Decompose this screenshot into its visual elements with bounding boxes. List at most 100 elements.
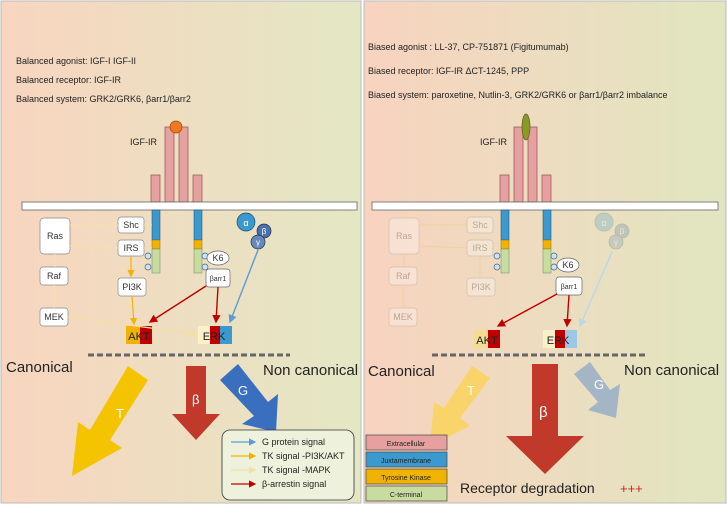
biased-ligand-icon: [521, 113, 531, 141]
legend-swatch-tyrosine-kinase: [365, 468, 448, 485]
legend-label-c-terminal: C-terminal: [390, 492, 423, 499]
g-gamma-label: γ: [256, 238, 260, 247]
akt-node-arrestin-part: [488, 330, 500, 348]
shc-label: Shc: [472, 220, 488, 230]
canonical-label-biased: Canonical: [368, 363, 435, 380]
biased-receptor-text: Biased receptor: IGF-IR ΔCT-1245, PPP: [368, 66, 529, 76]
tk-signal-arrow-faded: [430, 366, 490, 446]
gprotein-arrow-label-faded: G: [594, 377, 604, 392]
canonical-label: Canonical: [6, 359, 73, 376]
mek-label: MEK: [44, 312, 64, 322]
tk-signal-arrow: [72, 366, 148, 476]
raf-node: [388, 266, 418, 286]
biased-agonist-text: Biased agonist : LL-37, CP-751871 (Figit…: [368, 42, 569, 52]
receptor-tail-left-biased: [493, 209, 510, 274]
g-beta-label: β: [620, 227, 625, 236]
shc-label: Shc: [123, 220, 139, 230]
g-gamma-icon: [250, 234, 266, 250]
erk-node-mapk-part: [543, 330, 555, 348]
arrestin-degradation-arrow: [506, 364, 584, 474]
irs-label: IRS: [472, 243, 487, 253]
shc-node: [466, 216, 494, 234]
raf-label: Raf: [47, 271, 62, 281]
signal-legend: G protein signal TK signal -PI3K/AKT TK …: [221, 429, 355, 501]
k6-node: [206, 250, 230, 266]
k6-label: K6: [562, 260, 573, 270]
g-alpha-label: α: [601, 218, 606, 228]
akt-node-tk-part: [126, 326, 140, 344]
legend-label-arrestin: β-arrestin signal: [262, 479, 326, 489]
erk-node-gprotein-part: [220, 326, 232, 344]
left-signaling-nodes: Ras Shc IRS Raf PI3K MEK K6 βarr1 AKT ER…: [39, 216, 232, 344]
pi3k-node: [466, 277, 496, 297]
phospho-site-icon: [144, 252, 152, 260]
akt-node-tk-part: [474, 330, 488, 348]
erk-node-mapk-part: [198, 326, 210, 344]
cell-membrane-biased: [371, 201, 719, 211]
g-alpha-icon: [236, 212, 256, 232]
domain-legend: Extracellular Juxtamembrane Tyrosine Kin…: [365, 434, 448, 502]
tk-arrow-label-faded: T: [467, 383, 475, 398]
igf-ir-receptor-biased: [499, 113, 552, 203]
biased-system-text: Biased system: paroxetine, Nutlin-3, GRK…: [368, 90, 667, 100]
raf-label: Raf: [396, 271, 411, 281]
ras-label: Ras: [47, 231, 64, 241]
legend-label-juxtamembrane: Juxtamembrane: [381, 458, 431, 465]
right-signaling-nodes: K6 βarr1 AKT ERK: [474, 257, 583, 348]
erk-node-arrestin-part: [210, 326, 220, 344]
g-protein-trimer: α β γ: [236, 212, 272, 250]
barr1-label: βarr1: [561, 284, 578, 291]
gprotein-signal-arrow: [220, 364, 278, 432]
cell-membrane: [21, 201, 358, 211]
g-gamma-label: γ: [614, 238, 618, 247]
degradation-plus-label: +++: [620, 481, 643, 496]
arrestin-arrow-label: β: [192, 392, 199, 407]
ras-node: [388, 217, 420, 255]
left-connectors: [53, 224, 290, 357]
erk-node-gprotein-part: [565, 330, 577, 348]
irs-node: [466, 239, 494, 257]
receptor-degradation-label: Receptor degradation: [460, 480, 595, 496]
legend-label-extracellular: Extracellular: [387, 441, 426, 448]
legend-label-pi3k-akt: TK signal -PI3K/AKT: [262, 451, 345, 461]
balanced-system-text: Balanced system: GRK2/GRK6, βarr1/βarr2: [16, 94, 191, 104]
akt-label: AKT: [128, 331, 150, 343]
erk-node-arrestin-part: [555, 330, 565, 348]
akt-node-arrestin-part: [140, 326, 152, 344]
akt-label: AKT: [476, 335, 498, 347]
legend-swatch-juxtamembrane: [365, 451, 448, 468]
g-gamma-icon: [608, 234, 624, 250]
receptor-arm-left-inner: [164, 126, 175, 203]
balanced-receptor-text: Balanced receptor: IGF-IR: [16, 75, 122, 85]
pi3k-label: PI3K: [122, 282, 142, 292]
gprotein-signal-arrow-faded: [574, 362, 620, 418]
right-connectors: [432, 251, 648, 357]
phospho-site-icon: [550, 263, 558, 271]
legend-label-gprotein: G protein signal: [262, 437, 325, 447]
gprotein-arrow-label: G: [238, 383, 248, 398]
g-protein-trimer-faded: α β γ: [594, 212, 630, 250]
legend-swatch-extracellular: [365, 434, 448, 451]
igf-ir-receptor: [150, 120, 203, 203]
g-beta-label: β: [262, 227, 267, 236]
right-panel: Biased agonist : LL-37, CP-751871 (Figit…: [363, 0, 727, 504]
left-panel: Balanced agonist: IGF-I IGF-II Balanced …: [0, 0, 362, 504]
receptor-label: IGF-IR: [130, 137, 157, 147]
phospho-site-icon: [493, 252, 501, 260]
ligand-ball-icon: [169, 120, 183, 134]
barr1-label: βarr1: [210, 276, 227, 283]
g-alpha-label: α: [243, 218, 248, 228]
phospho-site-icon: [144, 263, 152, 271]
k6-label: K6: [212, 253, 223, 263]
arrestin-arrow-label-biased: β: [539, 404, 548, 421]
balanced-agonist-text: Balanced agonist: IGF-I IGF-II: [16, 56, 136, 66]
faded-tk-nodes: Ras Shc IRS Raf PI3K MEK: [388, 216, 496, 327]
receptor-arm-right-outer: [192, 174, 203, 203]
mek-label: MEK: [393, 312, 413, 322]
receptor-label-biased: IGF-IR: [480, 137, 507, 147]
erk-label: ERK: [203, 331, 226, 343]
arrestin-signal-arrow: [172, 366, 220, 440]
legend-swatch-c-terminal: [365, 485, 448, 502]
